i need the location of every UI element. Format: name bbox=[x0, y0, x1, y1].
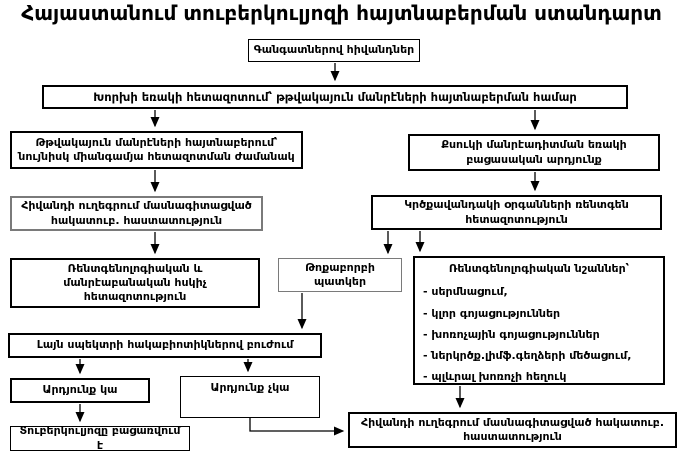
node-afb-detected: Թթվակայուն մանրէների հայտնաբերում՝ նույն… bbox=[10, 131, 303, 169]
node-referral-tb-facility-final: Հիվանդի ուղեգրում մասնագիտացված հակատուբ… bbox=[348, 412, 677, 448]
node-chest-xray-exam: Կրծքավանդակի օրգանների ռենտգեն հետազոտու… bbox=[371, 195, 662, 230]
node-smear-negative-result: Քսուկի մանրէադիտման եռակի բացասական արդյ… bbox=[408, 134, 660, 171]
xray-sign-item: - կլոր գոյացություններ bbox=[423, 306, 561, 320]
xray-sign-item: - ներկրծք.լիմֆ.գեղձերի մեծացում, bbox=[423, 349, 632, 363]
arrow-no-referral-final bbox=[249, 418, 345, 436]
node-result-no: Արդյունք չկա bbox=[180, 376, 320, 418]
node-referral-tb-facility: Հիվանդի ուղեգրում մասնագիտացված հակատուբ… bbox=[10, 196, 263, 231]
node-xray-signs-list: Ռենտգենոլոգիական նշաններ՝ - սերմնացում, … bbox=[413, 256, 665, 385]
xray-signs-header: Ռենտգենոլոգիական նշաններ՝ bbox=[448, 262, 630, 275]
node-patients-with-complaints: Գանգատներով հիվանդներ bbox=[248, 39, 420, 62]
xray-sign-item: - պլևրալ խոռոչի հեղուկ bbox=[423, 370, 567, 384]
node-pneumonia-pattern: Թոքաբորբի պատկեր bbox=[278, 258, 402, 292]
xray-sign-item: - սերմնացում, bbox=[423, 285, 508, 299]
node-triple-sputum-exam: Խորխի եռակի հետազոտում՝ թթվակայուն մանրէ… bbox=[42, 85, 628, 109]
node-broad-spectrum-antibiotics: Լայն սպեկտրի հակաբիոտիկներով բուժում bbox=[8, 333, 322, 358]
node-result-yes: Արդյունք կա bbox=[10, 378, 150, 403]
xray-sign-item: - խոռոչային գոյացություններ bbox=[423, 327, 600, 341]
page-title: Հայաստանում տուբերկուլյոզի հայտնաբերման … bbox=[21, 1, 662, 25]
node-tb-excluded: Տուբերկուլյոզը բացառվում է bbox=[10, 424, 190, 452]
node-control-exam: Ռենտգենոլոգիական և մանրէաբանական հսկիչ հ… bbox=[10, 258, 260, 308]
